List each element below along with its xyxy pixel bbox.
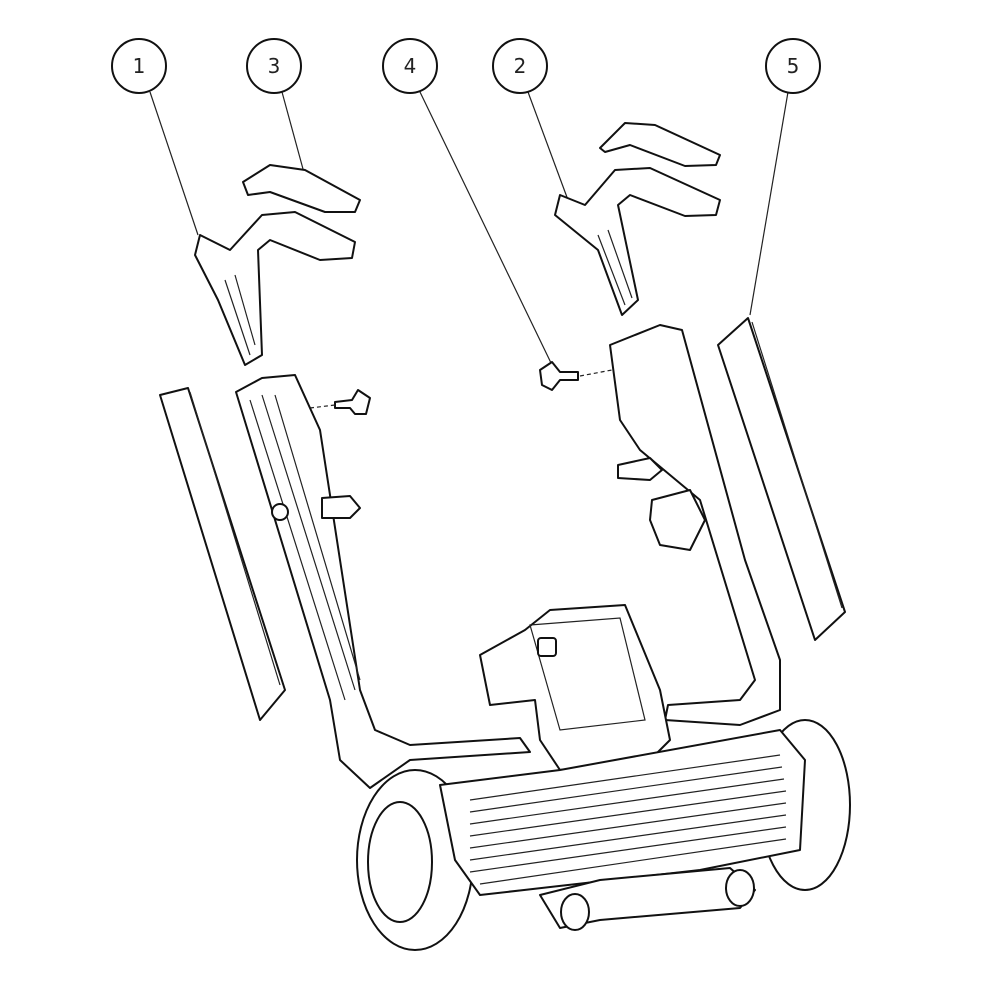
right-side-cover [717,317,846,641]
callout-1: 1 [132,54,146,78]
left-side-cover [159,387,286,721]
callout-circle-5 [765,38,821,94]
leader-lines [149,91,789,366]
left-armrest-assembly [194,164,361,366]
battery-housing [479,604,671,771]
anti-tip-wheel-left [560,893,590,931]
callout-circle-3 [246,38,302,94]
callout-4: 4 [403,54,417,78]
battery-indicator [537,637,557,657]
side-covers [159,317,846,721]
right-knob [539,361,579,391]
leader-line-4 [419,91,553,366]
left-armrest-bracket [194,211,356,366]
right-armrest-bracket [554,167,721,316]
callout-circle-2 [492,38,548,94]
leader-line-1 [149,91,199,236]
adjustment-knobs [309,361,613,415]
anti-tip-wheel-right [725,869,755,907]
callout-circle-1 [111,38,167,94]
scooter-frame [235,324,781,789]
leader-line-3 [281,91,307,181]
left-knob [334,389,371,415]
leader-line-2 [527,91,569,201]
callout-2: 2 [513,54,527,78]
left-frame-post [235,374,531,789]
rear-drive-unit [356,719,851,951]
leader-line-5 [749,91,789,316]
motor-cover [439,729,806,896]
left-armrest-pad [242,164,361,213]
callout-circles [111,38,821,94]
callout-3: 3 [267,54,281,78]
callout-circle-4 [382,38,438,94]
right-armrest-pad [599,122,721,167]
callout-5: 5 [786,54,800,78]
right-armrest-assembly [554,122,721,316]
